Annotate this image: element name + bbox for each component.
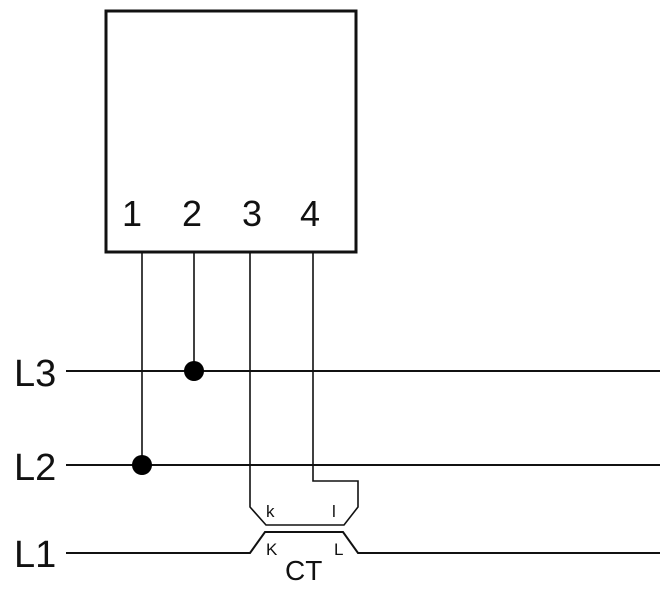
ct-label: CT [285, 555, 322, 586]
ct-secondary-l-label: l [332, 502, 336, 521]
junction-terminal-2-l3 [184, 361, 204, 381]
ct-secondary-k-label: k [266, 502, 275, 521]
terminal-label-4: 4 [300, 193, 320, 234]
line-label-l2: L2 [14, 447, 56, 489]
terminal-label-1: 1 [122, 193, 142, 234]
terminal-label-2: 2 [182, 193, 202, 234]
junction-terminal-1-l2 [132, 455, 152, 475]
terminal-label-3: 3 [242, 193, 262, 234]
ct-primary-l-label: L [334, 540, 343, 559]
meter-box [104, 9, 358, 254]
wire-ct-secondary [249, 252, 359, 526]
ct-primary-k-label: K [266, 540, 278, 559]
line-label-l3: L3 [14, 353, 56, 395]
line-label-l1: L1 [14, 534, 56, 576]
line-l1 [66, 531, 660, 554]
